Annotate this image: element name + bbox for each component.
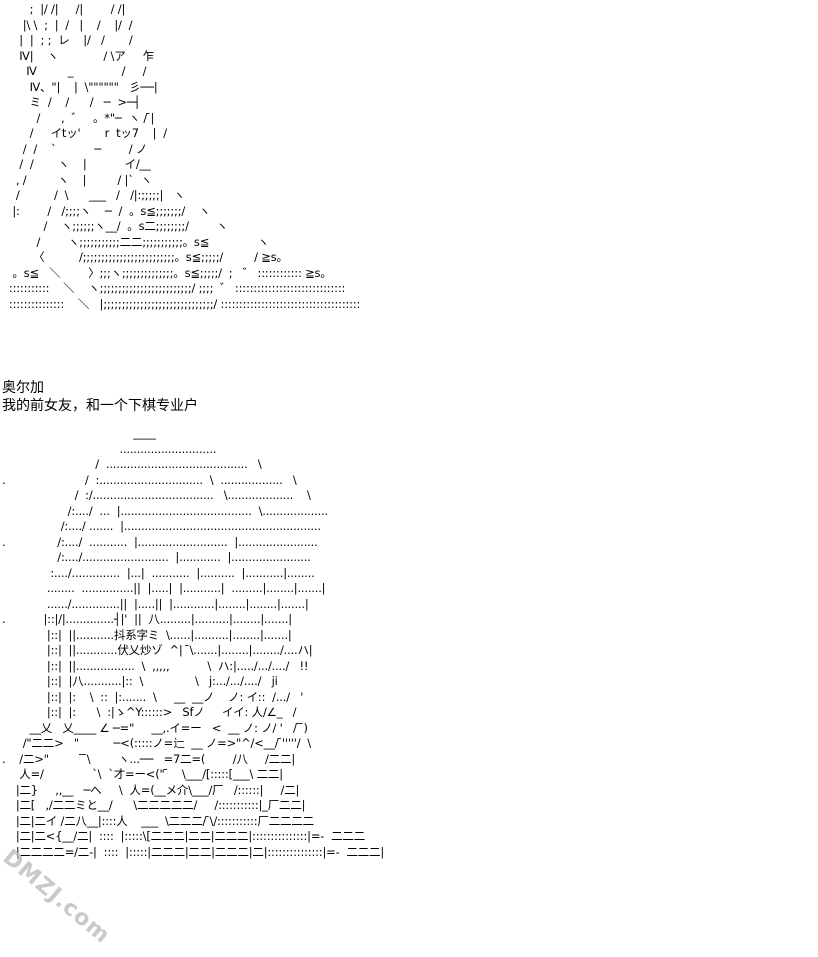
speaker-name: 奥尔加 xyxy=(2,380,44,396)
dialogue-line: 我的前女友，和一个下棋专业户 xyxy=(2,398,198,414)
ascii-art-top-figure: ; |/ /| /| / /| |\ \ ; | / | / |/ / | | … xyxy=(8,2,361,311)
ascii-art-bottom-figure: ____ ............................ / ....… xyxy=(2,426,385,859)
